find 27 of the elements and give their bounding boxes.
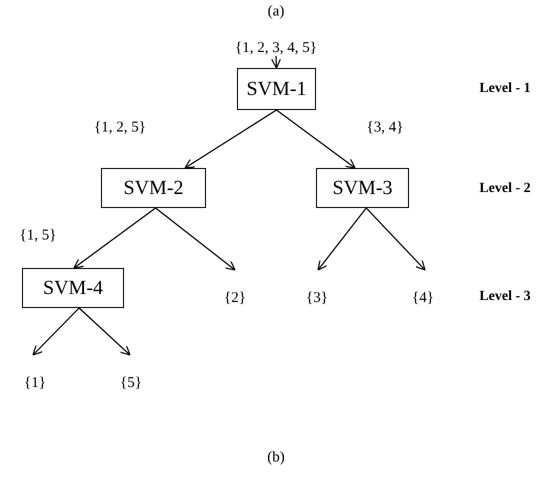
arrow: [184, 110, 277, 169]
arrow: [73, 208, 156, 269]
class-set-text: {1}: [24, 374, 46, 391]
classifier-box: SVM-1: [237, 68, 316, 110]
edge-label: {1, 2, 5}: [94, 120, 146, 136]
edge-label: {3, 4}: [366, 120, 404, 136]
arrow: [366, 208, 426, 271]
classifier-box: SVM-4: [22, 268, 124, 308]
arrow: [271, 56, 282, 69]
arrow: [155, 208, 236, 271]
level-label: Level - 1: [479, 81, 531, 97]
level-label: Level - 3: [479, 289, 531, 305]
panel-label: (a): [268, 4, 284, 20]
class-set-text: {2}: [224, 290, 246, 306]
edge-label: {1, 5}: [20, 228, 56, 244]
classifier-box: SVM-3: [316, 168, 409, 208]
classifier-box: SVM-2: [101, 168, 206, 208]
class-set-text: {1, 2, 3, 4, 5}: [235, 40, 317, 56]
panel-label: (b): [267, 450, 285, 466]
class-set-text: {4}: [412, 290, 434, 306]
level-label: Level - 2: [479, 181, 531, 197]
arrow: [276, 110, 356, 169]
arrow: [32, 308, 80, 356]
arrow: [317, 208, 367, 271]
arrow: [78, 308, 131, 356]
class-set-text: {5}: [120, 374, 142, 391]
class-set-text: {3}: [306, 290, 328, 306]
